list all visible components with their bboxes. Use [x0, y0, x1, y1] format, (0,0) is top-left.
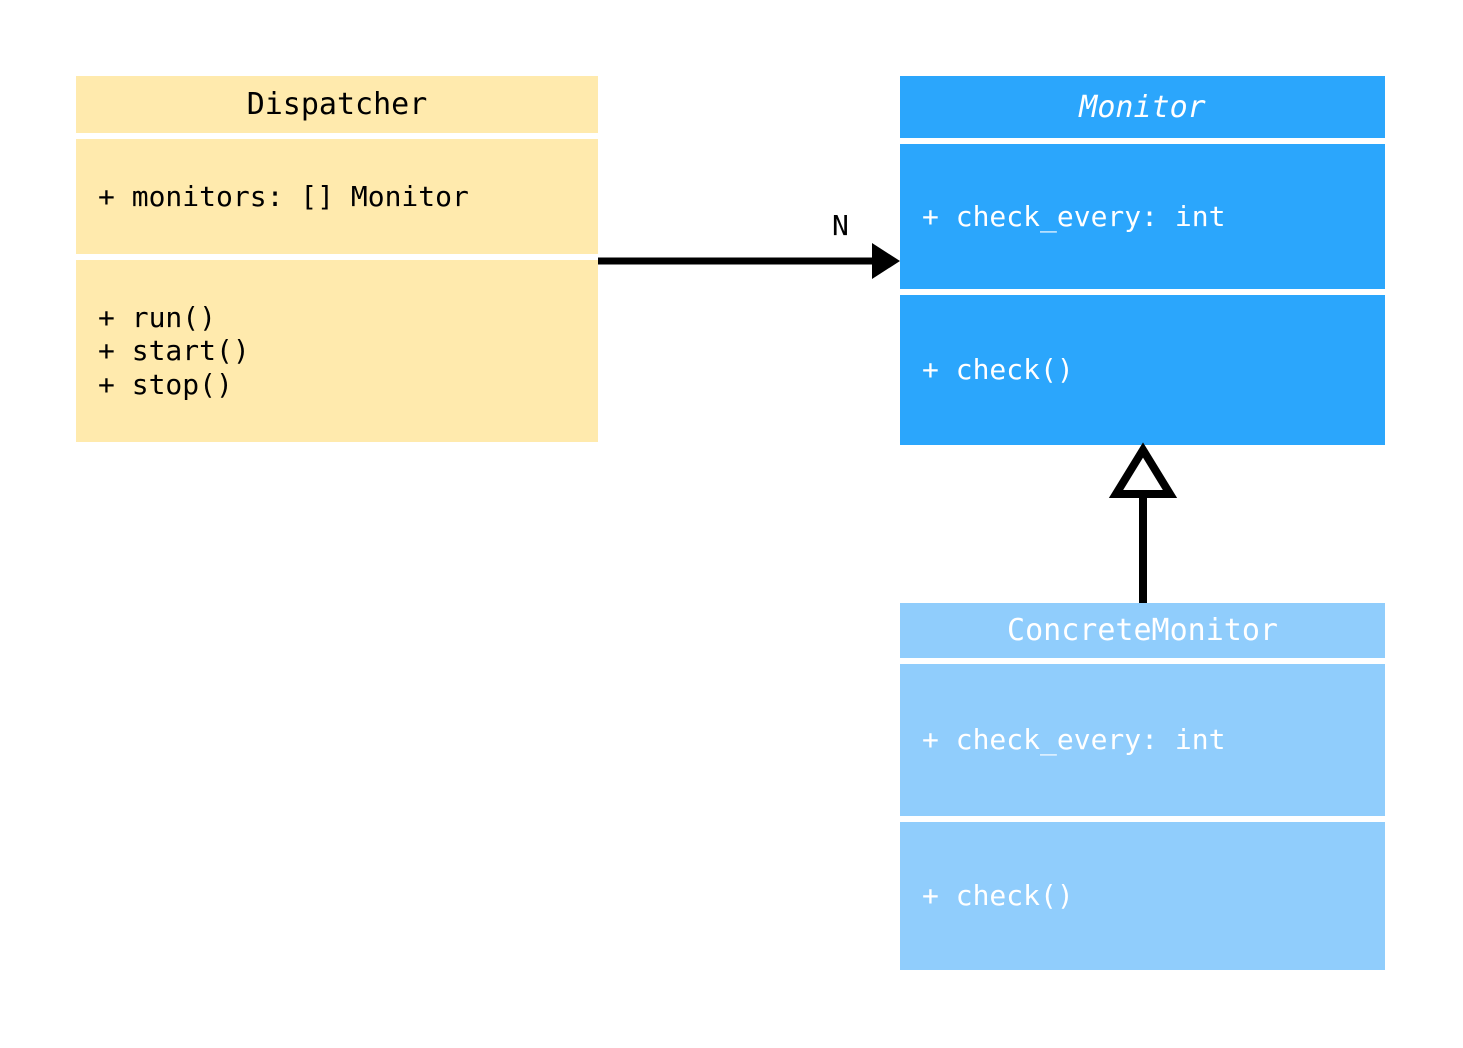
hollow-triangle-arrowhead-icon [1108, 442, 1178, 498]
class-name-monitor: Monitor [1079, 89, 1206, 125]
generalization-concrete-monitor-to-monitor [1108, 442, 1178, 603]
attribute-row: + check_every: int [922, 199, 1226, 233]
association-multiplicity-label: N [832, 209, 849, 242]
operation-row: + check() [922, 353, 1074, 387]
class-title-compartment-concrete-monitor: ConcreteMonitor [900, 603, 1385, 658]
association-dispatcher-to-monitor [598, 243, 900, 279]
class-name-dispatcher: Dispatcher [246, 87, 428, 122]
operation-row: + run() [98, 300, 217, 334]
class-name-concrete-monitor: ConcreteMonitor [1007, 613, 1278, 648]
filled-arrowhead-icon [872, 243, 900, 279]
operation-row: + start() [98, 334, 250, 368]
class-attributes-compartment-concrete-monitor: + check_every: int [900, 664, 1385, 816]
class-box-dispatcher[interactable]: Dispatcher + monitors: [] Monitor + run(… [76, 76, 598, 442]
class-title-compartment-dispatcher: Dispatcher [76, 76, 598, 133]
attribute-row: + check_every: int [922, 723, 1226, 757]
class-attributes-compartment-dispatcher: + monitors: [] Monitor [76, 139, 598, 254]
class-attributes-compartment-monitor: + check_every: int [900, 144, 1385, 289]
operation-row: + stop() [98, 367, 233, 401]
operation-row: + check() [922, 879, 1074, 913]
class-box-concrete-monitor[interactable]: ConcreteMonitor + check_every: int + che… [900, 603, 1385, 970]
class-title-compartment-monitor: Monitor [900, 76, 1385, 138]
attribute-row: + monitors: [] Monitor [98, 179, 469, 213]
class-operations-compartment-concrete-monitor: + check() [900, 822, 1385, 970]
class-operations-compartment-monitor: + check() [900, 295, 1385, 445]
class-box-monitor[interactable]: Monitor + check_every: int + check() [900, 76, 1385, 445]
class-operations-compartment-dispatcher: + run() + start() + stop() [76, 260, 598, 442]
